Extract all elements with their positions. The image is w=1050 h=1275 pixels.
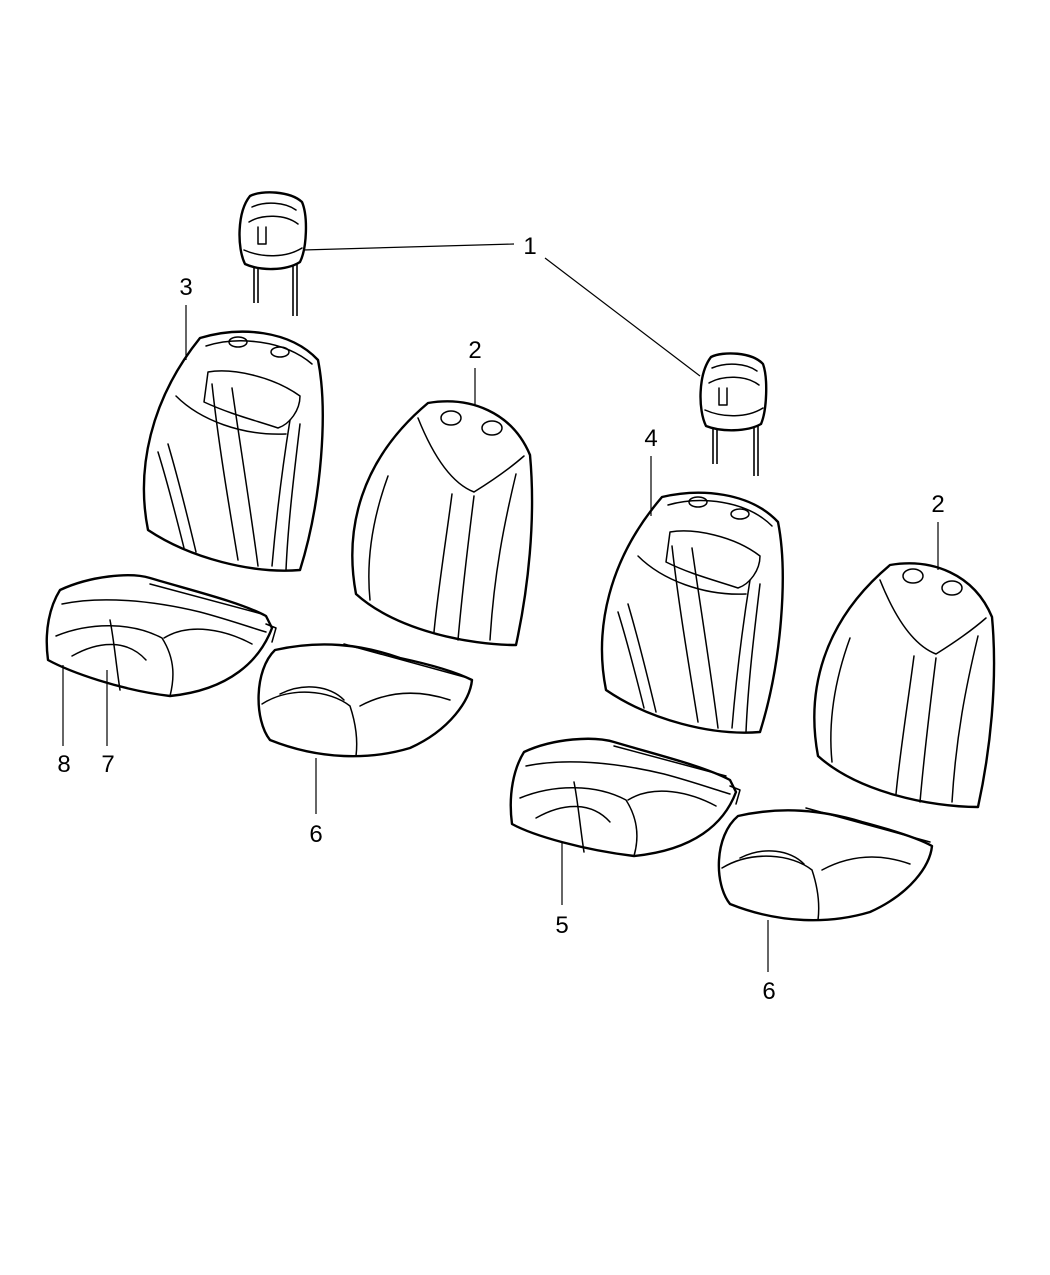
- callout-4: 4: [644, 425, 657, 452]
- callout-2-left: 2: [468, 337, 481, 364]
- seat-back-2-left: [351, 400, 534, 647]
- headrest-left: [238, 191, 308, 316]
- leader-1-left: [302, 243, 515, 251]
- callout-2-right: 2: [931, 491, 944, 518]
- callout-5: 5: [555, 912, 568, 939]
- seat-cushion-6-left: [257, 643, 474, 758]
- seat-back-2-right: [813, 562, 996, 809]
- seat-back-3: [142, 330, 324, 572]
- leader-1-right: [544, 257, 701, 377]
- leader-lines: [62, 243, 939, 972]
- callout-8: 8: [57, 751, 70, 778]
- seat-cushion-5: [509, 737, 741, 858]
- callout-3: 3: [179, 274, 192, 301]
- callout-6-right: 6: [762, 978, 775, 1005]
- callout-6-left: 6: [309, 821, 322, 848]
- callout-1: 1: [523, 233, 536, 260]
- callout-7: 7: [101, 751, 114, 778]
- seat-cushion-7: [45, 574, 277, 698]
- headrest-right: [699, 352, 768, 476]
- callouts: 1 3 2 4 2 8 7 6 5 6: [57, 233, 944, 1005]
- seat-back-4: [600, 491, 784, 734]
- seat-cushion-6-right: [717, 807, 934, 922]
